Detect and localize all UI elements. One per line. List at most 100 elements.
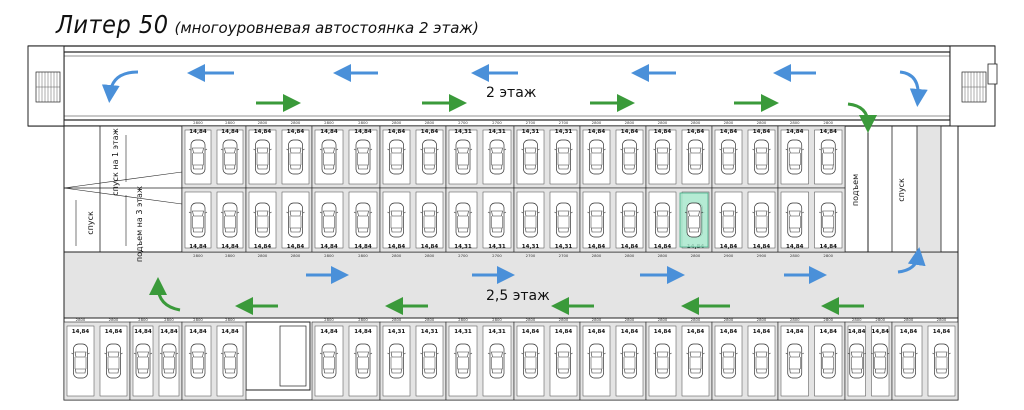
car-topdown-icon — [319, 202, 339, 238]
car-topdown-icon — [286, 202, 305, 238]
space-width-label: 2800 — [258, 253, 268, 258]
space-area-label: 14,84 — [320, 244, 338, 250]
space-area-label: 14,31 — [488, 129, 506, 135]
space-width-label: 2800 — [109, 317, 119, 322]
space-area-label: 14,84 — [720, 129, 738, 135]
car-topdown-icon — [847, 343, 867, 379]
space-width-label: 2700 — [526, 253, 536, 258]
upper-aisle — [63, 51, 951, 121]
car-topdown-icon — [818, 139, 838, 175]
space-width-label: 2800 — [492, 317, 502, 322]
curved-direction-arrow-icon — [847, 102, 877, 133]
car-topdown-icon — [686, 343, 705, 379]
car-topdown-icon — [353, 139, 373, 175]
floor-label-upper: 2 этаж — [486, 85, 537, 101]
space-width-label: 2800 — [658, 120, 668, 125]
space-area-label: 14,84 — [254, 244, 272, 250]
space-area-label: 14,31 — [522, 244, 540, 250]
car-topdown-icon — [104, 343, 123, 379]
curved-direction-arrow-icon — [101, 70, 139, 103]
car-topdown-icon — [785, 202, 805, 238]
space-area-label: 14,84 — [287, 129, 305, 135]
space-width-label: 2800 — [592, 317, 602, 322]
car-topdown-icon — [453, 202, 473, 238]
car-topdown-icon — [653, 139, 672, 175]
title-sub: (многоуровневая автостоянка 2 этаж) — [174, 19, 479, 37]
space-area-label: 14,84 — [786, 129, 804, 135]
space-area-label: 14,31 — [421, 329, 439, 335]
space-width-label: 2800 — [193, 253, 203, 258]
space-width-label: 2800 — [691, 253, 701, 258]
space-width-label: 2800 — [76, 317, 86, 322]
floor-label-lower: 2,5 этаж — [486, 288, 550, 304]
car-topdown-icon — [487, 202, 507, 238]
space-width-label: 2800 — [164, 317, 174, 322]
space-width-label: 2800 — [193, 120, 203, 125]
car-topdown-icon — [870, 343, 890, 379]
car-topdown-icon — [785, 139, 805, 175]
space-width-label: 2800 — [193, 317, 203, 322]
space-area-label: 14,84 — [354, 244, 372, 250]
car-topdown-icon — [620, 343, 639, 379]
space-width-label: 2700 — [492, 120, 502, 125]
space-width-label: 2900 — [757, 253, 767, 258]
space-width-label: 2800 — [875, 317, 885, 322]
car-topdown-icon — [653, 202, 672, 238]
car-topdown-icon — [752, 343, 771, 379]
space-area-label: 14,84 — [654, 129, 672, 135]
space-width-label: 2700 — [559, 253, 569, 258]
space-area-label: 14,31 — [555, 129, 573, 135]
car-topdown-icon — [487, 139, 507, 175]
space-width-label: 2800 — [757, 317, 767, 322]
car-topdown-icon — [899, 343, 918, 379]
space-width-label: 2800 — [358, 120, 368, 125]
space-area-label: 14,84 — [687, 329, 705, 335]
car-topdown-icon — [487, 343, 507, 379]
car-topdown-icon — [353, 343, 373, 379]
car-topdown-icon — [521, 202, 540, 238]
space-width-label: 2800 — [225, 253, 235, 258]
space-area-label: 14,84 — [753, 244, 771, 250]
car-topdown-icon — [188, 202, 208, 238]
space-area-label: 14,84 — [900, 329, 918, 335]
space-width-label: 2800 — [138, 317, 148, 322]
space-area-label: 14,84 — [654, 329, 672, 335]
car-topdown-icon — [133, 343, 153, 379]
car-topdown-icon — [554, 343, 573, 379]
space-area-label: 14,31 — [488, 244, 506, 250]
car-topdown-icon — [220, 139, 240, 175]
space-area-label: 14,84 — [421, 129, 439, 135]
space-area-label: 14,84 — [354, 129, 372, 135]
space-width-label: 2800 — [425, 120, 435, 125]
car-topdown-icon — [818, 343, 838, 379]
space-width-label: 2800 — [658, 253, 668, 258]
car-topdown-icon — [587, 139, 606, 175]
space-area-label: 14,84 — [621, 329, 639, 335]
space-width-label: 2800 — [790, 317, 800, 322]
space-area-label: 14,84 — [588, 244, 606, 250]
parking-spaces: 14,84280014,84280014,84280014,84280014,8… — [63, 120, 959, 401]
space-area-label: 14,84 — [221, 244, 239, 250]
car-topdown-icon — [353, 202, 373, 238]
space-area-label: 14,84 — [588, 129, 606, 135]
car-topdown-icon — [453, 139, 473, 175]
car-topdown-icon — [587, 202, 606, 238]
space-area-label: 14,84 — [786, 329, 804, 335]
space-width-label: 2800 — [724, 317, 734, 322]
direction-arrows — [101, 64, 928, 315]
